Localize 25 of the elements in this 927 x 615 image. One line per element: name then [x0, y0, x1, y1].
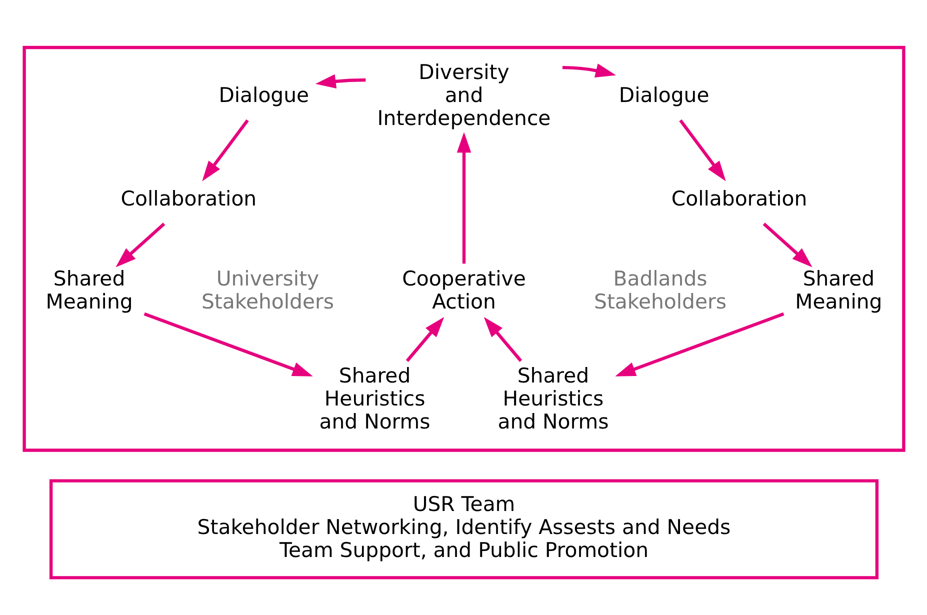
node-text: Cooperative Action [402, 266, 526, 314]
node-text: Shared Meaning [794, 266, 882, 314]
arrow [405, 317, 444, 362]
node-text: Collaboration [120, 186, 256, 210]
node-text: Diversity and Interdependence [376, 60, 550, 130]
node-box: USR Team Stakeholder Networking, Identify Assests and Needs Team Support, and Public Promotion [48, 479, 878, 580]
node-text: Dialogue [618, 83, 709, 108]
arrow [483, 317, 522, 362]
arrow [202, 119, 248, 182]
arrow [614, 312, 784, 376]
node-text: Dialogue [218, 83, 309, 108]
arrow [143, 312, 312, 376]
node-text: Collaboration [670, 186, 807, 210]
node-text: Shared Heuristics and Norms [497, 363, 608, 434]
node-text: Shared Meaning [45, 266, 132, 314]
arrow [678, 119, 726, 182]
label: University Stakeholders [200, 266, 334, 314]
arrow [314, 74, 366, 88]
arrow [562, 64, 616, 78]
node-text: Shared Heuristics and Norms [318, 363, 430, 434]
cluster [22, 46, 905, 452]
arrow [115, 222, 165, 268]
label: Badlands Stakeholders [594, 266, 726, 314]
arrow [762, 222, 812, 268]
arrow [456, 132, 471, 264]
